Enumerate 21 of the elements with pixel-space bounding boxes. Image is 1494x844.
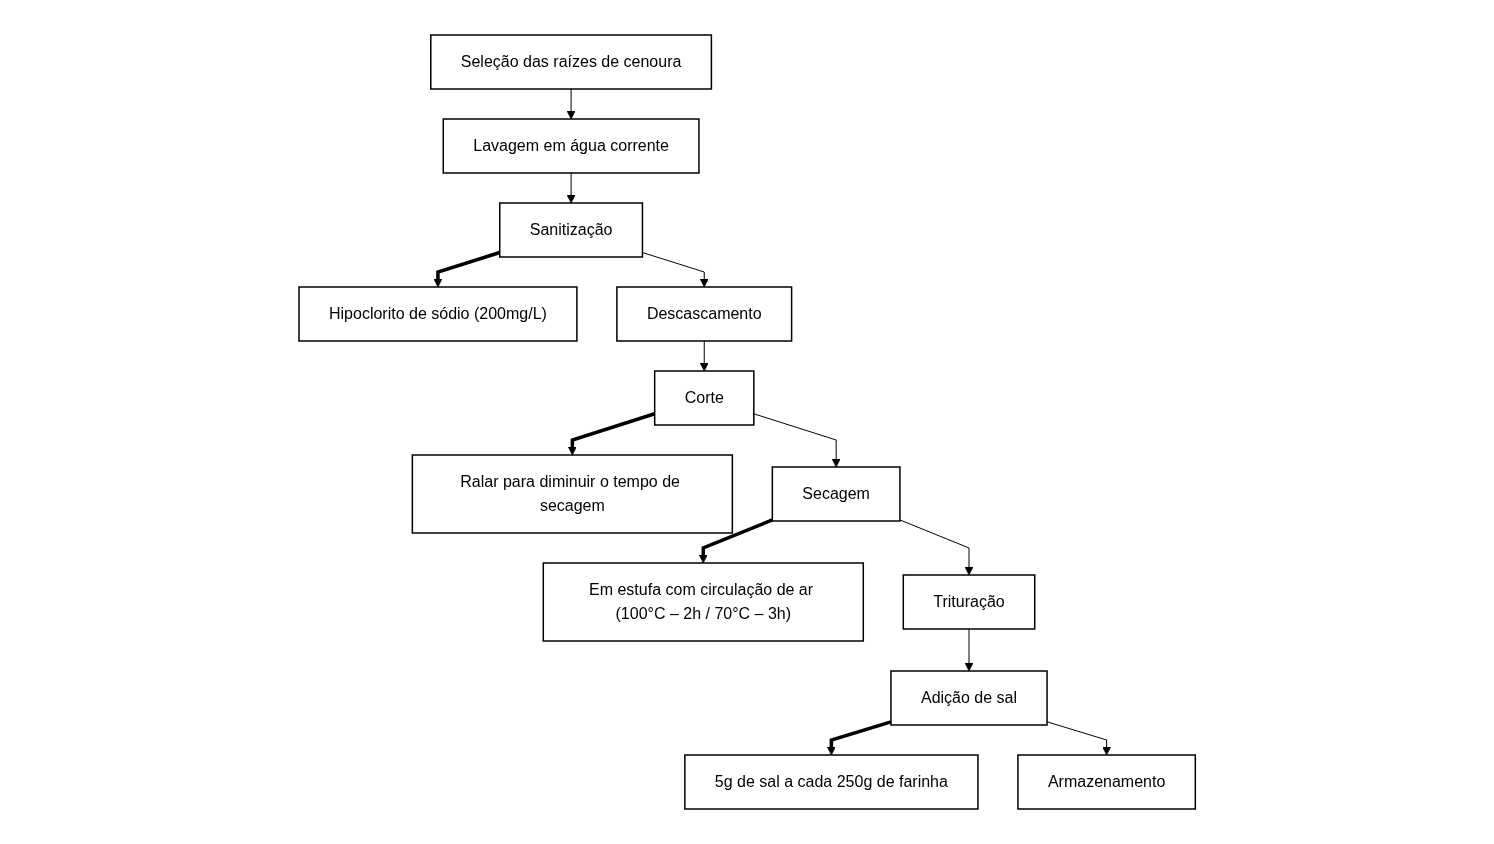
node-box: Seleção das raízes de cenoura	[429, 34, 712, 90]
arrow	[699, 340, 709, 372]
node-box: Hipoclorito de sódio (200mg/L)	[298, 286, 578, 342]
node-box: Em estufa com circulação de ar (100°C – 2h / 70°C – 3h)	[542, 562, 864, 642]
node-box: Lavagem em água corrente	[442, 118, 700, 174]
arrow	[753, 413, 841, 468]
node-box: Descascamento	[616, 286, 793, 342]
node-box: Ralar para diminuir o tempo de secagem	[411, 454, 733, 534]
arrow	[566, 88, 576, 120]
arrow	[899, 519, 974, 576]
node-box: Trituração	[902, 574, 1036, 630]
node-box: 5g de sal a cada 250g de farinha	[683, 754, 979, 810]
arrow	[964, 628, 974, 672]
node-box: Secagem	[771, 466, 901, 522]
arrow	[1046, 721, 1111, 756]
node-box: Sanitização	[498, 202, 644, 258]
node-box: Armazenamento	[1017, 754, 1196, 810]
arrow	[566, 172, 576, 204]
arrow	[698, 518, 773, 564]
node-box: Adição de sal	[890, 670, 1048, 726]
node-box: Corte	[653, 370, 755, 426]
